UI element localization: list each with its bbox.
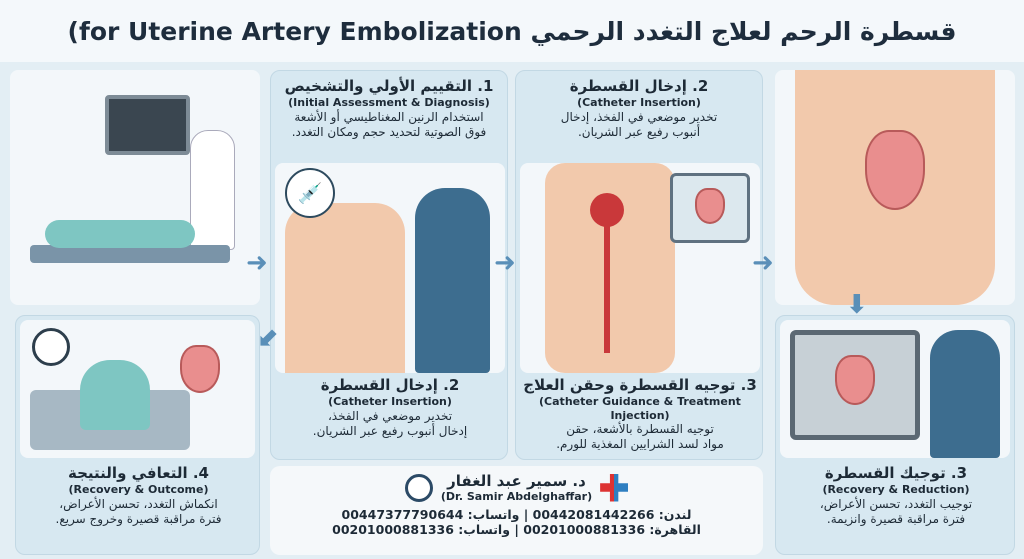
arrow-right-icon: ➜: [246, 248, 268, 278]
heart-icon: [590, 193, 624, 227]
illustration-uterus-embolization: [775, 70, 1015, 305]
step-english: (Initial Assessment & Diagnosis): [288, 95, 490, 109]
patient-figure: [80, 360, 150, 430]
step-desc: فترة مراقبة قصيرة وانزيمة.: [826, 511, 966, 526]
page-title: قسطرة الرحم لعلاج التغدد الرحمي for Uter…: [0, 0, 1024, 62]
step-desc: مواد لسد الشرايين المغذية للورم.: [556, 437, 724, 452]
step-english: (Catheter Guidance & Treatment Injection…: [539, 394, 741, 422]
patient-figure: [45, 220, 195, 248]
step-desc: توجيه القسطرة بالأشعة، حقن: [566, 422, 714, 437]
illustration-arterial-system: [520, 163, 760, 373]
syringe-icon: 💉: [285, 168, 335, 218]
arrow-right-icon: ➜: [752, 248, 774, 278]
step-heading: 3. توجيه القسطرة وحقن العلاج: [523, 376, 757, 394]
illustration-recovery: [20, 320, 255, 458]
step-desc: فترة مراقبة قصيرة وخروج سريع.: [55, 511, 222, 526]
doctor-figure: [930, 330, 1000, 458]
doctor-name-ar: د. سمير عبد الغفار: [447, 472, 586, 490]
clock-icon: [32, 328, 70, 366]
thigh-skin: [285, 203, 405, 373]
uterus-icon: [695, 188, 725, 224]
contact-london: لندن: 00442081442266 | واتساب: 004473777…: [341, 507, 692, 522]
uterus-icon: [865, 130, 925, 210]
step-desc: تخدير موضعي في الفخذ،: [327, 408, 453, 423]
step-desc: توجيب التغدد، تحسن الأعراض،: [819, 496, 973, 511]
arrow-right-icon: ➜: [494, 248, 516, 278]
doctor-name-en: (Dr. Samir Abdelghaffar): [440, 490, 593, 503]
illustration-monitoring: [780, 320, 1010, 458]
step-card-initial-assessment: 1. التقييم الأولي والتشخيص (Initial Asse…: [270, 70, 508, 460]
arrow-down-left-icon: ⬋: [258, 322, 280, 352]
step-english: (Catheter Insertion): [577, 95, 701, 109]
uterus-icon: [835, 355, 875, 405]
step-heading: 2. إدخال القسطرة: [569, 77, 709, 95]
contact-cairo: القاهرة: 00201000881336 | واتساب: 002010…: [332, 522, 701, 537]
patient-bed: [30, 245, 230, 263]
step-desc: تخدير موضعي في الفخذ، إدخال: [560, 109, 718, 124]
step-desc: انكماش التغدد، تحسن الأعراض،: [59, 496, 218, 511]
arrow-down-icon: ⬇: [846, 290, 868, 320]
step-heading: 2. إدخال القسطرة: [320, 376, 460, 394]
step-english: (Recovery & Outcome): [68, 482, 209, 496]
monitor-image: [105, 95, 190, 155]
step-heading: 4. التعافي والنتيجة: [68, 464, 209, 482]
illustration-ultrasound-exam: [10, 70, 260, 305]
step-english: (Recovery & Reduction): [822, 482, 970, 496]
surgeon-figure: [415, 188, 490, 373]
contact-box: د. سمير عبد الغفار (Dr. Samir Abdelghaff…: [270, 466, 763, 555]
step-english: (Catheter Insertion): [328, 394, 452, 408]
step-card-reduction: 3. توجيك القسطرة (Recovery & Reduction) …: [775, 315, 1015, 555]
doctor-figure: [190, 130, 235, 250]
uterus-icon: [180, 345, 220, 393]
step-desc: أنبوب رفيع عبر الشريان.: [577, 124, 701, 139]
illustration-catheter-insertion: 💉: [275, 163, 505, 373]
medical-cross-icon: [600, 473, 629, 502]
step-desc: فوق الصوتية لتحديد حجم ومكان التغدد.: [291, 124, 487, 139]
step-heading: 1. التقييم الأولي والتشخيص: [284, 77, 494, 95]
step-card-catheter: 2. إدخال القسطرة (Catheter Insertion) تخ…: [515, 70, 763, 460]
clinic-logo-icon: [404, 473, 433, 502]
step-heading: 3. توجيك القسطرة: [824, 464, 968, 482]
step-desc: استخدام الرنين المغناطيسي أو الأشعة: [294, 109, 484, 124]
step-desc: إدخال أنبوب رفيع عبر الشريان.: [312, 423, 468, 438]
aorta: [604, 223, 610, 353]
step-card-recovery: 4. التعافي والنتيجة (Recovery & Outcome)…: [15, 315, 260, 555]
